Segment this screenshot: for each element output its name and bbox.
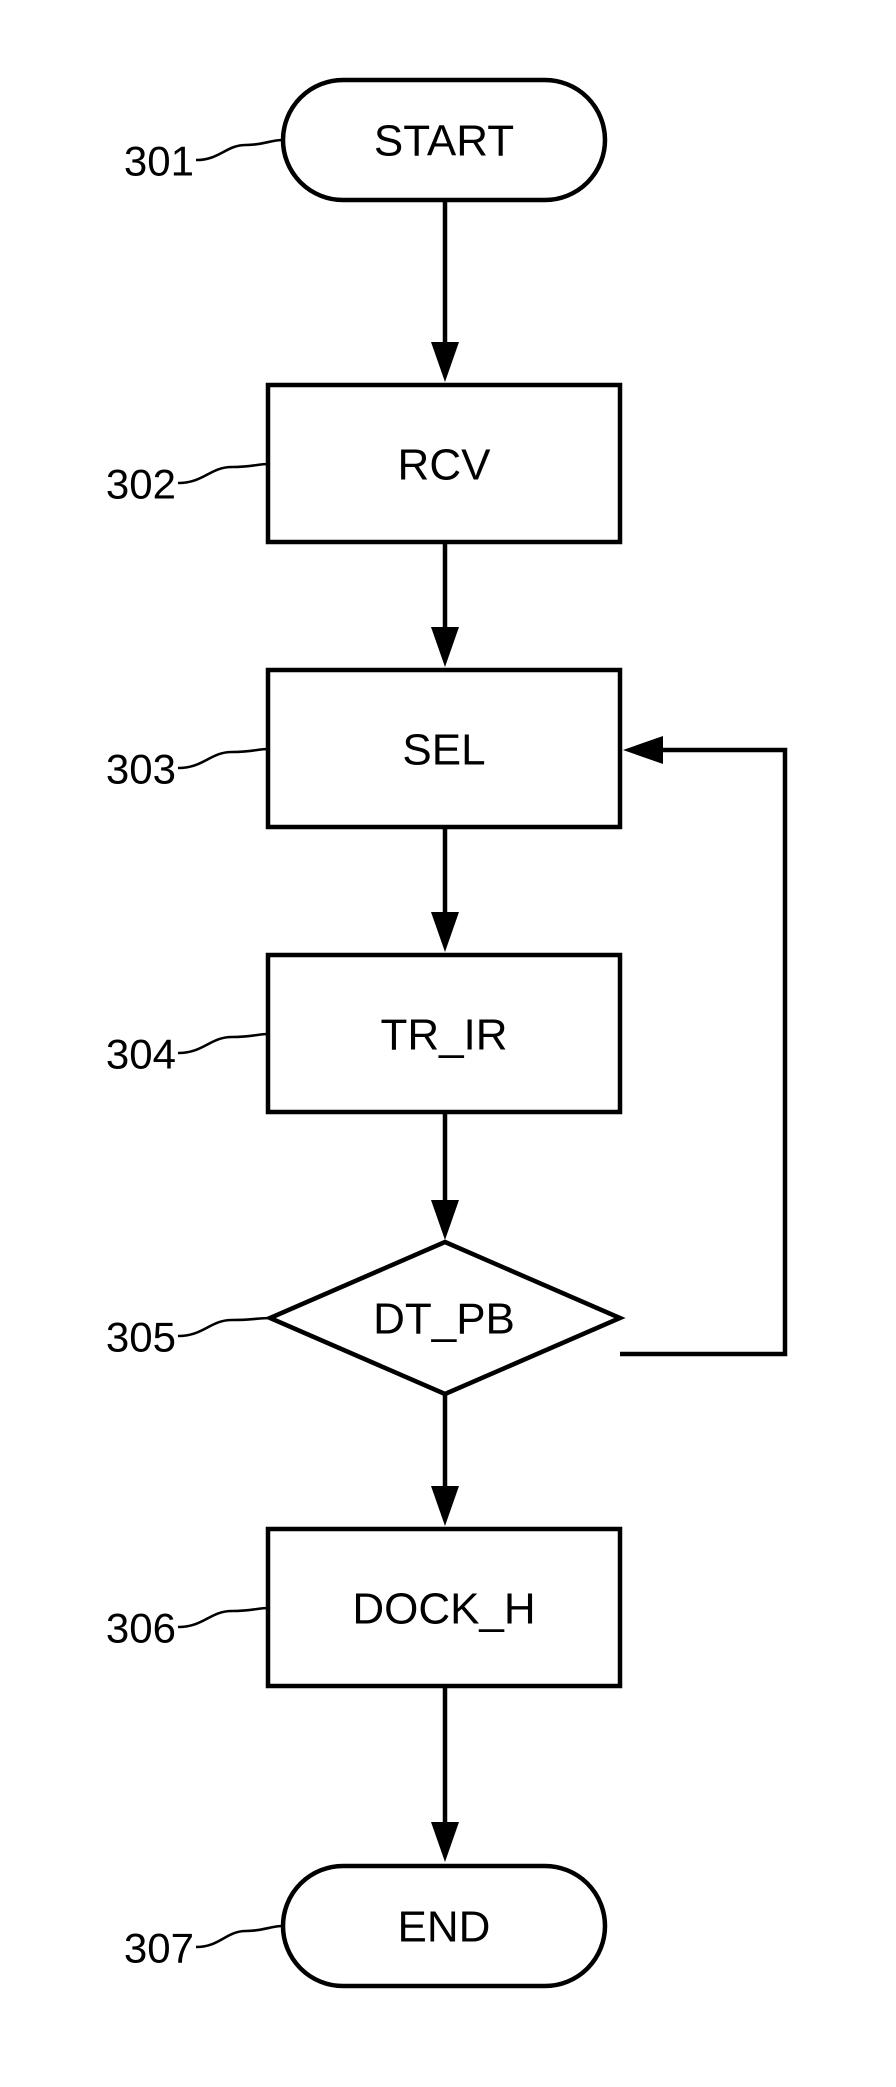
ref-leader-303 — [178, 749, 268, 768]
tr-ir-label: TR_IR — [380, 1011, 507, 1060]
edge-dockh-end-arrowhead — [431, 1822, 459, 1862]
end-label: END — [398, 1903, 491, 1952]
edge-start-rcv-arrowhead — [431, 342, 459, 382]
node-sel: SEL 303 — [106, 670, 620, 827]
node-tr-ir: TR_IR 304 — [106, 955, 620, 1112]
node-dock-h: DOCK_H 306 — [106, 1529, 620, 1686]
edge-sel-trir-arrowhead — [431, 912, 459, 952]
start-label: START — [374, 117, 514, 166]
node-start: START 301 — [124, 80, 605, 200]
edge-trir-dtpb-arrowhead — [431, 1200, 459, 1240]
ref-307: 307 — [124, 1925, 194, 1972]
edge-dtpb-sel-arrowhead — [623, 736, 663, 764]
ref-leader-301 — [196, 140, 283, 160]
ref-leader-302 — [178, 464, 268, 483]
ref-301: 301 — [124, 138, 194, 185]
dock-h-label: DOCK_H — [352, 1585, 535, 1634]
edge-rcv-sel-arrowhead — [431, 627, 459, 667]
ref-leader-306 — [178, 1608, 268, 1627]
ref-leader-307 — [196, 1926, 283, 1947]
ref-leader-305 — [178, 1318, 270, 1336]
ref-leader-304 — [178, 1034, 268, 1053]
node-rcv: RCV 302 — [106, 385, 620, 542]
edge-dtpb-dockh-arrowhead — [431, 1486, 459, 1526]
node-dt-pb: DT_PB 305 — [106, 1242, 620, 1394]
ref-302: 302 — [106, 461, 176, 508]
node-end: END 307 — [124, 1866, 605, 1986]
ref-303: 303 — [106, 746, 176, 793]
ref-306: 306 — [106, 1605, 176, 1652]
ref-305: 305 — [106, 1314, 176, 1361]
sel-label: SEL — [402, 726, 485, 775]
edge-dtpb-sel-loop — [620, 750, 785, 1354]
ref-304: 304 — [106, 1031, 176, 1078]
rcv-label: RCV — [398, 441, 492, 490]
dt-pb-label: DT_PB — [373, 1295, 515, 1344]
